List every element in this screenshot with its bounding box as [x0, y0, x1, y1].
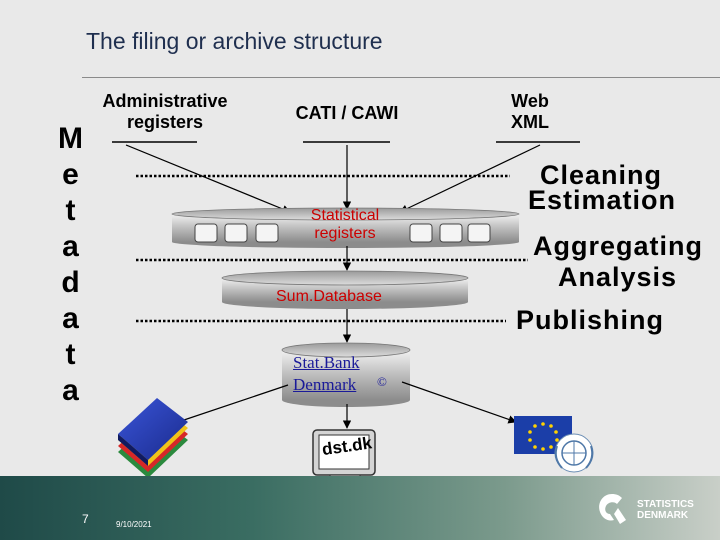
admin-arrow — [125, 144, 291, 214]
stage-aggregating: Aggregating — [533, 231, 703, 261]
logo-line1: STATISTICS — [637, 499, 694, 510]
sum-database-cylinder — [221, 270, 469, 309]
title-rule — [82, 77, 720, 78]
logo-line2: DENMARK — [637, 510, 689, 521]
metadata-letter: M — [58, 122, 84, 155]
copyright-mark: © — [377, 374, 387, 389]
statbank-link-line1[interactable]: Stat.Bank — [293, 353, 360, 372]
logo-text: STATISTICS DENMARK — [637, 499, 694, 521]
page-number: 7 — [82, 512, 89, 526]
slide-title: The filing or archive structure — [86, 28, 383, 54]
statistical-label-line1: Statistical — [310, 207, 380, 224]
stage-publishing: Publishing — [516, 305, 664, 335]
statbank-to-print-arrow — [174, 384, 289, 425]
metadata-letter: a — [62, 230, 80, 263]
admin-label-line1: Administrative — [102, 91, 228, 111]
metadata-letter: t — [65, 338, 77, 371]
un-emblem-icon — [554, 433, 594, 473]
web-label-line2: XML — [511, 112, 549, 132]
metadata-letter: d — [61, 266, 81, 299]
footer-date: 9/10/2021 — [116, 520, 152, 529]
statbank-cylinder — [281, 342, 411, 407]
statistical-registers-label: Statistical registers — [290, 207, 400, 243]
admin-label-line2: registers — [126, 112, 204, 132]
sum-database-label: Sum.Database — [276, 288, 382, 305]
metadata-letter: a — [62, 302, 80, 335]
metadata-letter: t — [65, 194, 77, 227]
statbank-to-international-arrow — [401, 381, 517, 424]
cati-cawi-label: CATI / CAWI — [295, 103, 399, 123]
stage-estimation: Estimation — [528, 185, 677, 215]
stage-analysis: Analysis — [558, 262, 678, 292]
statistical-label-line2: registers — [314, 225, 376, 242]
metadata-letter: a — [62, 374, 80, 407]
books-stack-icon — [118, 398, 188, 478]
statbank-link-line2[interactable]: Denmark — [293, 375, 357, 394]
admin-registers-label: Administrative registers — [90, 91, 240, 133]
web-arrow — [399, 144, 541, 213]
stage-cleaning: Cleaning — [540, 160, 663, 190]
metadata-letter: e — [62, 158, 80, 191]
web-label-line1: Web — [511, 91, 549, 111]
statistics-denmark-logo-icon — [599, 494, 626, 524]
statistical-registers-cylinder — [171, 207, 520, 249]
web-xml-label: Web XML — [490, 91, 570, 133]
